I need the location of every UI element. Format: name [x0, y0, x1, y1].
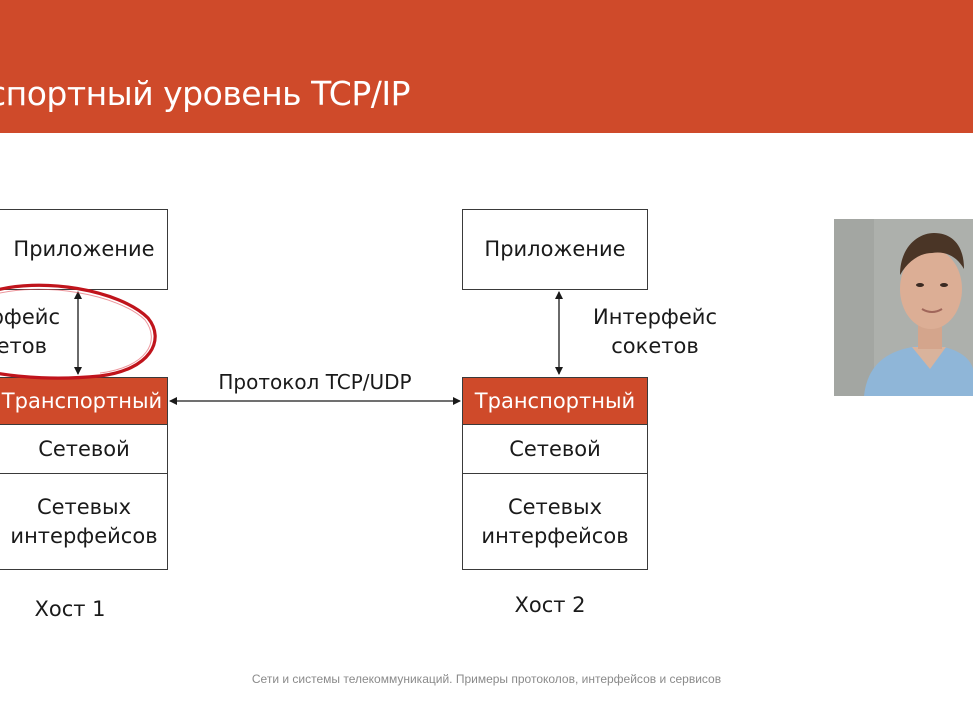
host1-network-label: Сетевой [38, 436, 130, 461]
host2-iface-line2: интерфейсов [481, 523, 629, 548]
highlight-ellipse-shadow [0, 288, 152, 374]
host2-socket-line1: Интерфейс [593, 305, 717, 329]
title-bar: спортный уровень TCP/IP [0, 0, 973, 133]
host2-socket-line2: сокетов [611, 334, 699, 358]
host1-socket-line2: етов [0, 334, 47, 358]
host2-socket-interface-label: Интерфейс сокетов [575, 303, 735, 361]
highlight-ellipse [0, 283, 157, 380]
host1-network-box: Сетевой [0, 424, 168, 474]
host2-application-label: Приложение [484, 237, 626, 261]
host2-application-box: Приложение [462, 209, 648, 290]
host2-network-box: Сетевой [462, 424, 648, 474]
host1-application-label: Приложение [13, 237, 155, 261]
slide-title: спортный уровень TCP/IP [0, 74, 411, 113]
host1-application-box: Приложение [0, 209, 168, 290]
host1-iface-line1: Сетевых [36, 494, 132, 519]
host1-socket-line1: рфейс [0, 305, 60, 329]
slide-footer: Сети и системы телекоммуникаций. Примеры… [251, 672, 722, 686]
host1-network-interfaces-box: Сетевых интерфейсов [0, 473, 168, 570]
host1-transport-label: Транспортный [1, 388, 163, 413]
host1-iface-line2: интерфейсов [10, 523, 158, 548]
host2-label: Хост 2 [514, 593, 586, 617]
host1-label: Хост 1 [34, 597, 106, 621]
host1-socket-interface-label: рфейс етов [0, 303, 60, 361]
host2-network-interfaces-box: Сетевых интерфейсов [462, 473, 648, 570]
presenter-video [834, 219, 973, 396]
host2-network-label: Сетевой [509, 436, 601, 461]
host2-transport-box: Транспортный [462, 377, 648, 425]
host2-transport-label: Транспортный [474, 388, 636, 413]
host2-iface-line1: Сетевых [507, 494, 603, 519]
protocol-label: Протокол TCP/UDP [218, 370, 412, 394]
presenter-video-icon [834, 219, 973, 396]
